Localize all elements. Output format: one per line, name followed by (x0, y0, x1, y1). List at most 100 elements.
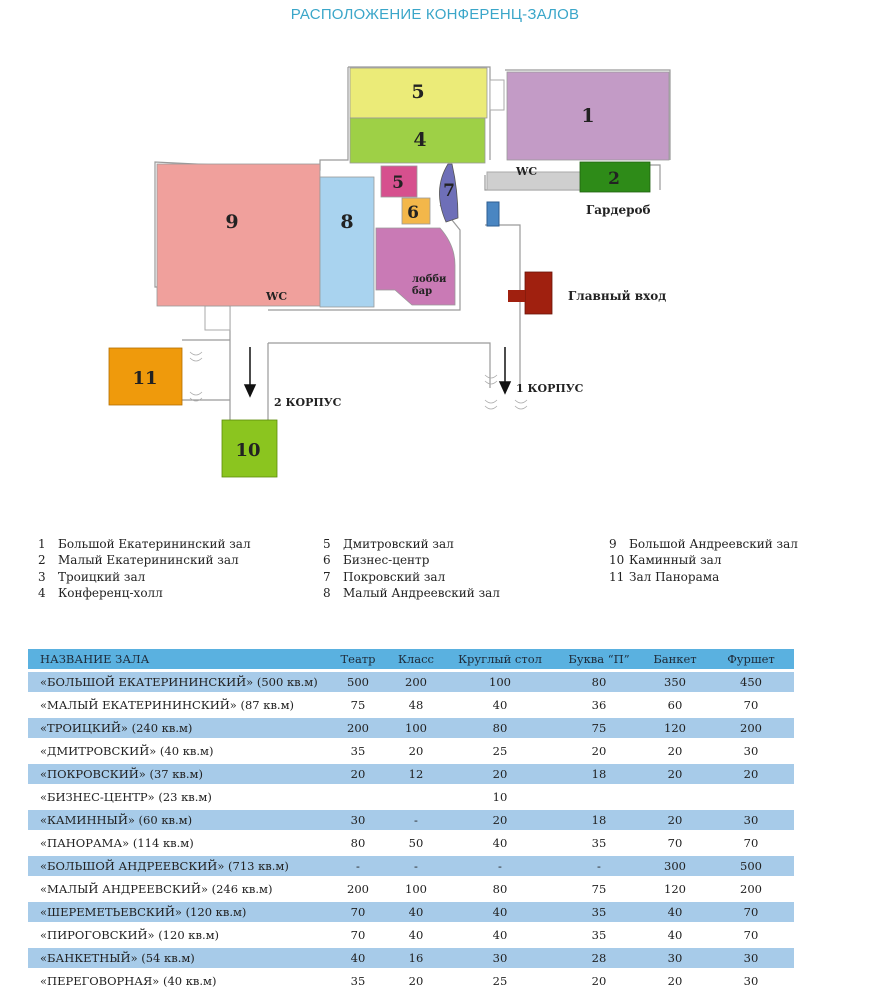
capacity-cell: 70 (350, 928, 366, 942)
main-entrance-block[interactable] (524, 271, 553, 315)
legend-name: Малый Екатерининский зал (58, 553, 239, 568)
capacity-cell: 100 (405, 882, 427, 896)
capacity-cell: 20 (708, 764, 794, 784)
capacity-cell: 40 (328, 948, 388, 968)
capacity-cell: 40 (388, 902, 444, 922)
capacity-cell: 80 (350, 836, 366, 850)
room-8[interactable] (319, 176, 375, 308)
legend-number: 10 (609, 553, 625, 568)
room-number-4: 4 (413, 129, 426, 151)
main-entrance-label: Главный вход (568, 289, 666, 303)
capacity-cell: 80 (444, 718, 556, 738)
room-10[interactable] (221, 419, 278, 478)
capacity-cell: 100 (388, 718, 444, 738)
capacity-cell: 35 (350, 974, 366, 988)
capacity-cell: 70 (743, 698, 759, 712)
hall-name-cell: «КАМИННЫЙ» (60 кв.м) (28, 810, 328, 830)
capacity-cell: 30 (743, 974, 759, 988)
legend-number: 2 (38, 553, 46, 568)
room-5-small[interactable] (380, 165, 418, 198)
hall-name-cell: «ПИРОГОВСКИЙ» (120 кв.м) (40, 928, 220, 942)
capacity-cell: 20 (667, 744, 683, 758)
capacity-cell: 18 (556, 810, 642, 830)
capacity-cell: 500 (328, 672, 388, 692)
room-2[interactable] (579, 161, 651, 193)
capacity-cell: 60 (667, 698, 683, 712)
capacity-cell: 18 (556, 764, 642, 784)
capacity-cell: 200 (388, 672, 444, 692)
room-6[interactable] (401, 197, 431, 225)
room-5-top[interactable] (349, 67, 488, 119)
room-1[interactable] (506, 71, 670, 161)
capacity-cell: 30 (444, 948, 556, 968)
capacity-cell: 70 (743, 836, 759, 850)
capacity-cell: 40 (667, 928, 683, 942)
floor-plan: 5 4 1 2 9 8 5 6 7 11 10 лобби бар WC WC … (108, 66, 671, 478)
capacity-cell: 20 (591, 974, 607, 988)
legend-name: Конференц-холл (58, 585, 163, 600)
capacity-cell: 20 (444, 764, 556, 784)
lobby-label: лобби (412, 274, 447, 285)
column-header: Класс (388, 649, 444, 669)
hall-name-cell: «ДМИТРОВСКИЙ» (40 кв.м) (40, 744, 214, 758)
capacity-cell: 350 (642, 672, 708, 692)
capacity-cell: 200 (328, 718, 388, 738)
legend-number: 8 (323, 585, 331, 600)
capacity-cell: 25 (492, 744, 508, 758)
main-entrance-porch (508, 290, 525, 302)
capacity-cell: - (388, 856, 444, 876)
capacity-cell: 20 (667, 974, 683, 988)
hall-name-cell: «МАЛЫЙ АНДРЕЕВСКИЙ» (246 кв.м) (40, 882, 273, 896)
capacity-cell: 500 (708, 856, 794, 876)
capacity-cell: 40 (492, 698, 508, 712)
room-7[interactable] (439, 163, 459, 223)
room-4[interactable] (349, 117, 486, 164)
capacity-cell: 35 (350, 744, 366, 758)
capacity-cell: 30 (328, 810, 388, 830)
column-header: Банкет (642, 649, 708, 669)
capacity-cell: 200 (347, 882, 369, 896)
legend-name: Троицкий зал (58, 569, 146, 584)
capacity-cell: 20 (408, 744, 424, 758)
hall-name-cell: «ПАНОРАМА» (114 кв.м) (40, 836, 194, 850)
capacity-cell (556, 787, 642, 807)
room-number-1: 1 (581, 105, 594, 127)
legend-number: 7 (323, 569, 331, 584)
room-9[interactable] (156, 163, 321, 307)
building-walls (154, 66, 671, 420)
capacity-cell: 30 (743, 744, 759, 758)
capacity-cell: 80 (492, 882, 508, 896)
capacity-cell: 20 (444, 810, 556, 830)
capacity-cell: 35 (556, 902, 642, 922)
legend-name: Бизнес-центр (343, 553, 430, 568)
lobby-bar[interactable] (375, 227, 456, 306)
capacity-cell: - (388, 810, 444, 830)
column-header: Буква “П” (556, 649, 642, 669)
hall-name-cell: «БОЛЬШОЙ ЕКАТЕРИНИНСКИЙ» (500 кв.м) (28, 672, 328, 692)
hall-name-cell: «ТРОИЦКИЙ» (240 кв.м) (28, 718, 328, 738)
table-row: «БИЗНЕС-ЦЕНТР» (23 кв.м)10 (28, 787, 794, 807)
capacity-cell: 40 (492, 928, 508, 942)
capacity-cell: 20 (642, 764, 708, 784)
capacity-cell: 12 (388, 764, 444, 784)
hall-name-cell: «МАЛЫЙ ЕКАТЕРИНИНСКИЙ» (87 кв.м) (40, 698, 295, 712)
capacity-cell: 16 (388, 948, 444, 968)
column-header: НАЗВАНИЕ ЗАЛА (28, 649, 328, 669)
room-11[interactable] (108, 347, 183, 406)
hall-name-cell: «БОЛЬШОЙ АНДРЕЕВСКИЙ» (713 кв.м) (28, 856, 328, 876)
